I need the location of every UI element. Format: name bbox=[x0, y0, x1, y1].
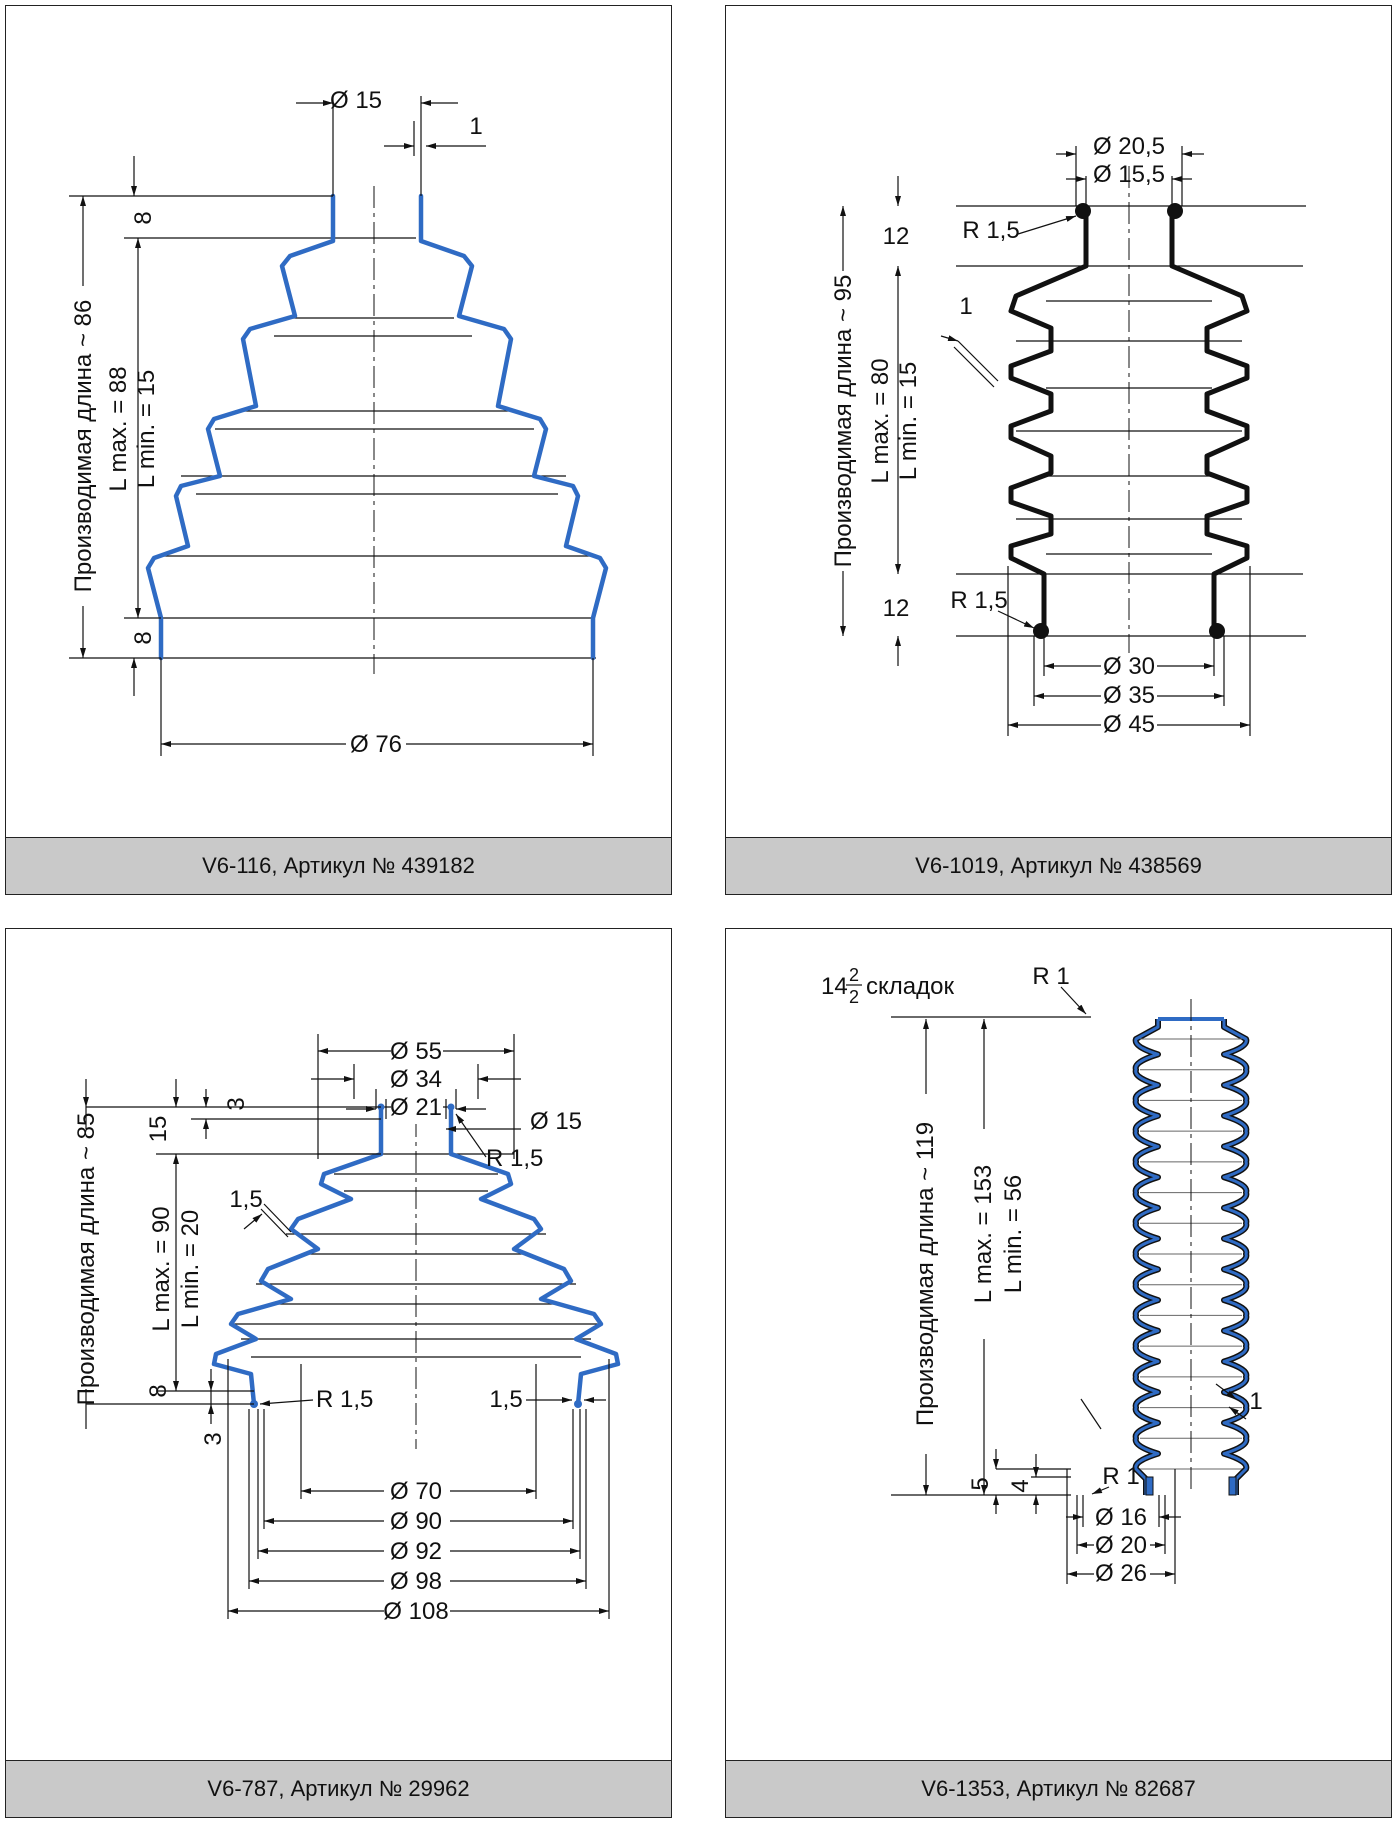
dim-d20: Ø 20 bbox=[1095, 1532, 1147, 1559]
dim-h3-bottom: 3 bbox=[200, 1432, 227, 1445]
dim-d70: Ø 70 bbox=[390, 1478, 442, 1505]
label-production-length: Производимая длина ~ 95 bbox=[830, 275, 857, 568]
caption: V6-1353, Артикул № 82687 bbox=[726, 1760, 1391, 1817]
boot-drawing-v6-787: Ø 55 Ø 34 Ø 21 Ø 15 R 1,5 3 15 Производи… bbox=[71, 1034, 621, 1627]
label-production-length: Производимая длина ~ 86 bbox=[70, 300, 97, 593]
drawing-panel-v6-1353: 14 2 2 складок R 1 Производимая длина ~ … bbox=[725, 928, 1392, 1818]
boot-drawing-v6-116: Ø 15 1 8 8 Производимая длина ~ 86 L max… bbox=[68, 87, 609, 758]
dim-bottom-height: 8 bbox=[130, 631, 157, 644]
boot-drawing-v6-1019: Ø 20,5 Ø 15,5 R 1,5 R 1,5 1 12 12 Произв… bbox=[828, 133, 1306, 739]
drawing-panel-v6-1019: Ø 20,5 Ø 15,5 R 1,5 R 1,5 1 12 12 Произв… bbox=[725, 5, 1392, 895]
collar-left bbox=[1145, 1476, 1154, 1496]
dim-d16: Ø 16 bbox=[1095, 1504, 1147, 1531]
dim-d55: Ø 55 bbox=[390, 1038, 442, 1065]
dim-d90: Ø 90 bbox=[390, 1508, 442, 1535]
bellows-profile bbox=[1132, 1017, 1250, 1496]
dim-d15: Ø 15 bbox=[530, 1108, 582, 1135]
label-folds-num: 2 bbox=[849, 965, 859, 985]
label-lmax: L max. = 88 bbox=[105, 366, 132, 491]
dim-radius-top: R 1 bbox=[1032, 963, 1069, 990]
collar-right bbox=[1228, 1476, 1237, 1496]
dim-radius-bottom: R 1 bbox=[1102, 1463, 1139, 1490]
dim-wall: 1 bbox=[1249, 1388, 1262, 1415]
dim-top-inner: Ø 15,5 bbox=[1093, 161, 1165, 188]
label-lmin: L min. = 15 bbox=[133, 370, 160, 489]
dim-d35: Ø 35 bbox=[1103, 682, 1155, 709]
label-lmin: L min. = 56 bbox=[1000, 1175, 1027, 1294]
dim-d26: Ø 26 bbox=[1095, 1560, 1147, 1587]
dim-top-outer: Ø 20,5 bbox=[1093, 133, 1165, 160]
dim-wall-bottom: 1,5 bbox=[489, 1386, 522, 1413]
dim-d108: Ø 108 bbox=[383, 1598, 448, 1625]
dim-h5: 5 bbox=[967, 1477, 994, 1490]
dim-bottom-diameter: Ø 76 bbox=[350, 731, 402, 758]
dim-h3-top: 3 bbox=[223, 1097, 250, 1110]
dim-d21: Ø 21 bbox=[390, 1094, 442, 1121]
caption: V6-787, Артикул № 29962 bbox=[6, 1760, 671, 1817]
label-lmax: L max. = 90 bbox=[148, 1206, 175, 1331]
label-folds-word: складок bbox=[866, 973, 954, 1000]
bellows-right-wall bbox=[1222, 1019, 1248, 1495]
boot-drawing-v6-1353: 14 2 2 складок R 1 Производимая длина ~ … bbox=[821, 963, 1263, 1587]
dim-d34: Ø 34 bbox=[390, 1066, 442, 1093]
dim-wall: 1 bbox=[469, 113, 482, 140]
dim-d30: Ø 30 bbox=[1103, 653, 1155, 680]
dim-top-height: 12 bbox=[883, 223, 910, 250]
dim-d45: Ø 45 bbox=[1103, 711, 1155, 738]
dim-top-height: 8 bbox=[130, 211, 157, 224]
label-lmin: L min. = 15 bbox=[895, 362, 922, 481]
label-lmax: L max. = 153 bbox=[970, 1165, 997, 1304]
dim-h4: 4 bbox=[1007, 1479, 1034, 1492]
dim-wall: 1,5 bbox=[229, 1186, 262, 1213]
dim-radius-top: R 1,5 bbox=[486, 1145, 543, 1172]
label-production-length: Производимая длина ~ 119 bbox=[912, 1122, 939, 1426]
caption: V6-1019, Артикул № 438569 bbox=[726, 837, 1391, 894]
label-lmin: L min. = 20 bbox=[177, 1210, 204, 1329]
drawing-panel-v6-116: Ø 15 1 8 8 Производимая длина ~ 86 L max… bbox=[5, 5, 672, 895]
label-folds-whole: 14 bbox=[821, 973, 848, 1000]
dim-radius-bottom: R 1,5 bbox=[950, 587, 1007, 614]
dim-radius-bottom: R 1,5 bbox=[316, 1386, 373, 1413]
drawing-panel-v6-787: Ø 55 Ø 34 Ø 21 Ø 15 R 1,5 3 15 Производи… bbox=[5, 928, 672, 1818]
label-production-length: Производимая длина ~ 85 bbox=[73, 1113, 100, 1406]
dim-wall: 1 bbox=[959, 293, 972, 320]
caption: V6-116, Артикул № 439182 bbox=[6, 837, 671, 894]
dim-h15: 15 bbox=[145, 1116, 172, 1143]
dim-d98: Ø 98 bbox=[390, 1568, 442, 1595]
dim-h8: 8 bbox=[145, 1384, 172, 1397]
label-lmax: L max. = 80 bbox=[867, 358, 894, 483]
bellows-left-wall bbox=[1134, 1019, 1160, 1495]
dim-top-diameter: Ø 15 bbox=[330, 87, 382, 114]
dim-bottom-height: 12 bbox=[883, 595, 910, 622]
dim-d92: Ø 92 bbox=[390, 1538, 442, 1565]
label-folds-den: 2 bbox=[849, 987, 859, 1007]
dim-radius-top: R 1,5 bbox=[962, 217, 1019, 244]
